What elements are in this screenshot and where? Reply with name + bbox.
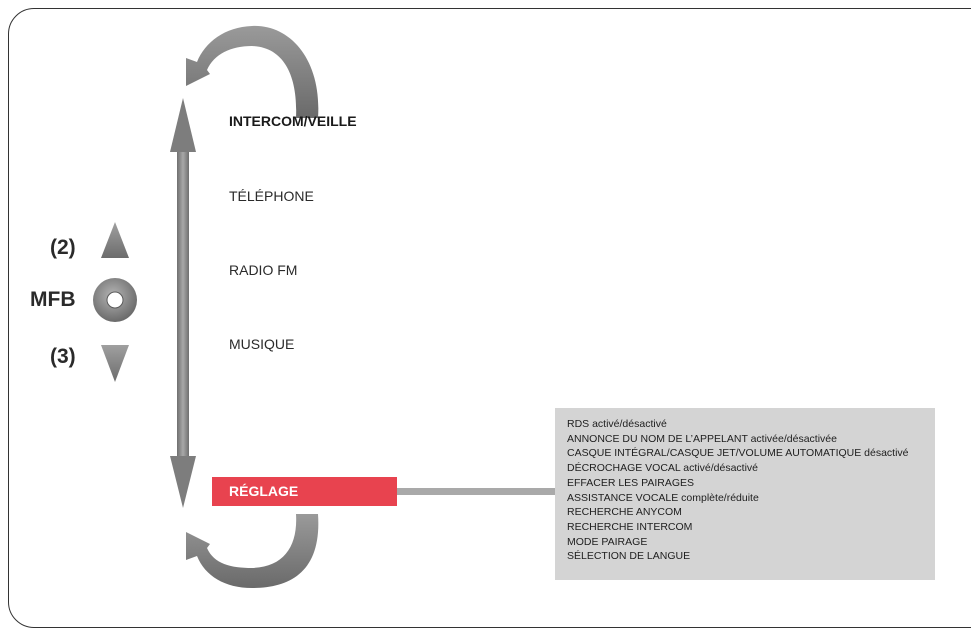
settings-item: ANNONCE DU NOM DE L’APPELANT activée/dés… <box>567 432 837 445</box>
settings-item: RDS activé/désactivé <box>567 418 667 430</box>
mode-settings-highlighted: RÉGLAGE <box>212 477 397 506</box>
settings-submenu-box: RDS activé/désactivé ANNONCE DU NOM DE L… <box>555 408 935 580</box>
down-triangle-icon <box>101 345 129 382</box>
settings-item: DÉCROCHAGE VOCAL activé/désactivé <box>567 462 759 475</box>
mfb-button-icon <box>93 278 137 322</box>
mode-intercom-standby: INTERCOM/VEILLE <box>229 113 357 129</box>
settings-item: RECHERCHE ANYCOM <box>567 506 682 519</box>
settings-item: MODE PAIRAGE <box>567 535 648 548</box>
mode-music: MUSIQUE <box>229 336 295 352</box>
settings-connector-line <box>397 488 555 495</box>
bottom-loop-arrow <box>186 514 319 588</box>
settings-item: ASSISTANCE VOCALE complète/réduite <box>567 491 759 504</box>
settings-item: EFFACER LES PAIRAGES <box>567 476 695 489</box>
arrows-layer <box>93 25 319 588</box>
settings-item: CASQUE INTÉGRAL/CASQUE JET/VOLUME AUTOMA… <box>567 447 909 460</box>
top-loop-arrow <box>186 25 319 118</box>
mfb-label: MFB <box>30 288 76 311</box>
mode-fm-radio: RADIO FM <box>229 262 298 278</box>
up-triangle-icon <box>101 222 129 258</box>
mode-telephone: TÉLÉPHONE <box>229 188 314 204</box>
vertical-double-arrow <box>170 98 196 508</box>
up-button-label: (2) <box>50 236 76 259</box>
settings-item: SÉLECTION DE LANGUE <box>567 550 691 563</box>
settings-item: RECHERCHE INTERCOM <box>567 520 693 533</box>
down-button-label: (3) <box>50 345 76 368</box>
